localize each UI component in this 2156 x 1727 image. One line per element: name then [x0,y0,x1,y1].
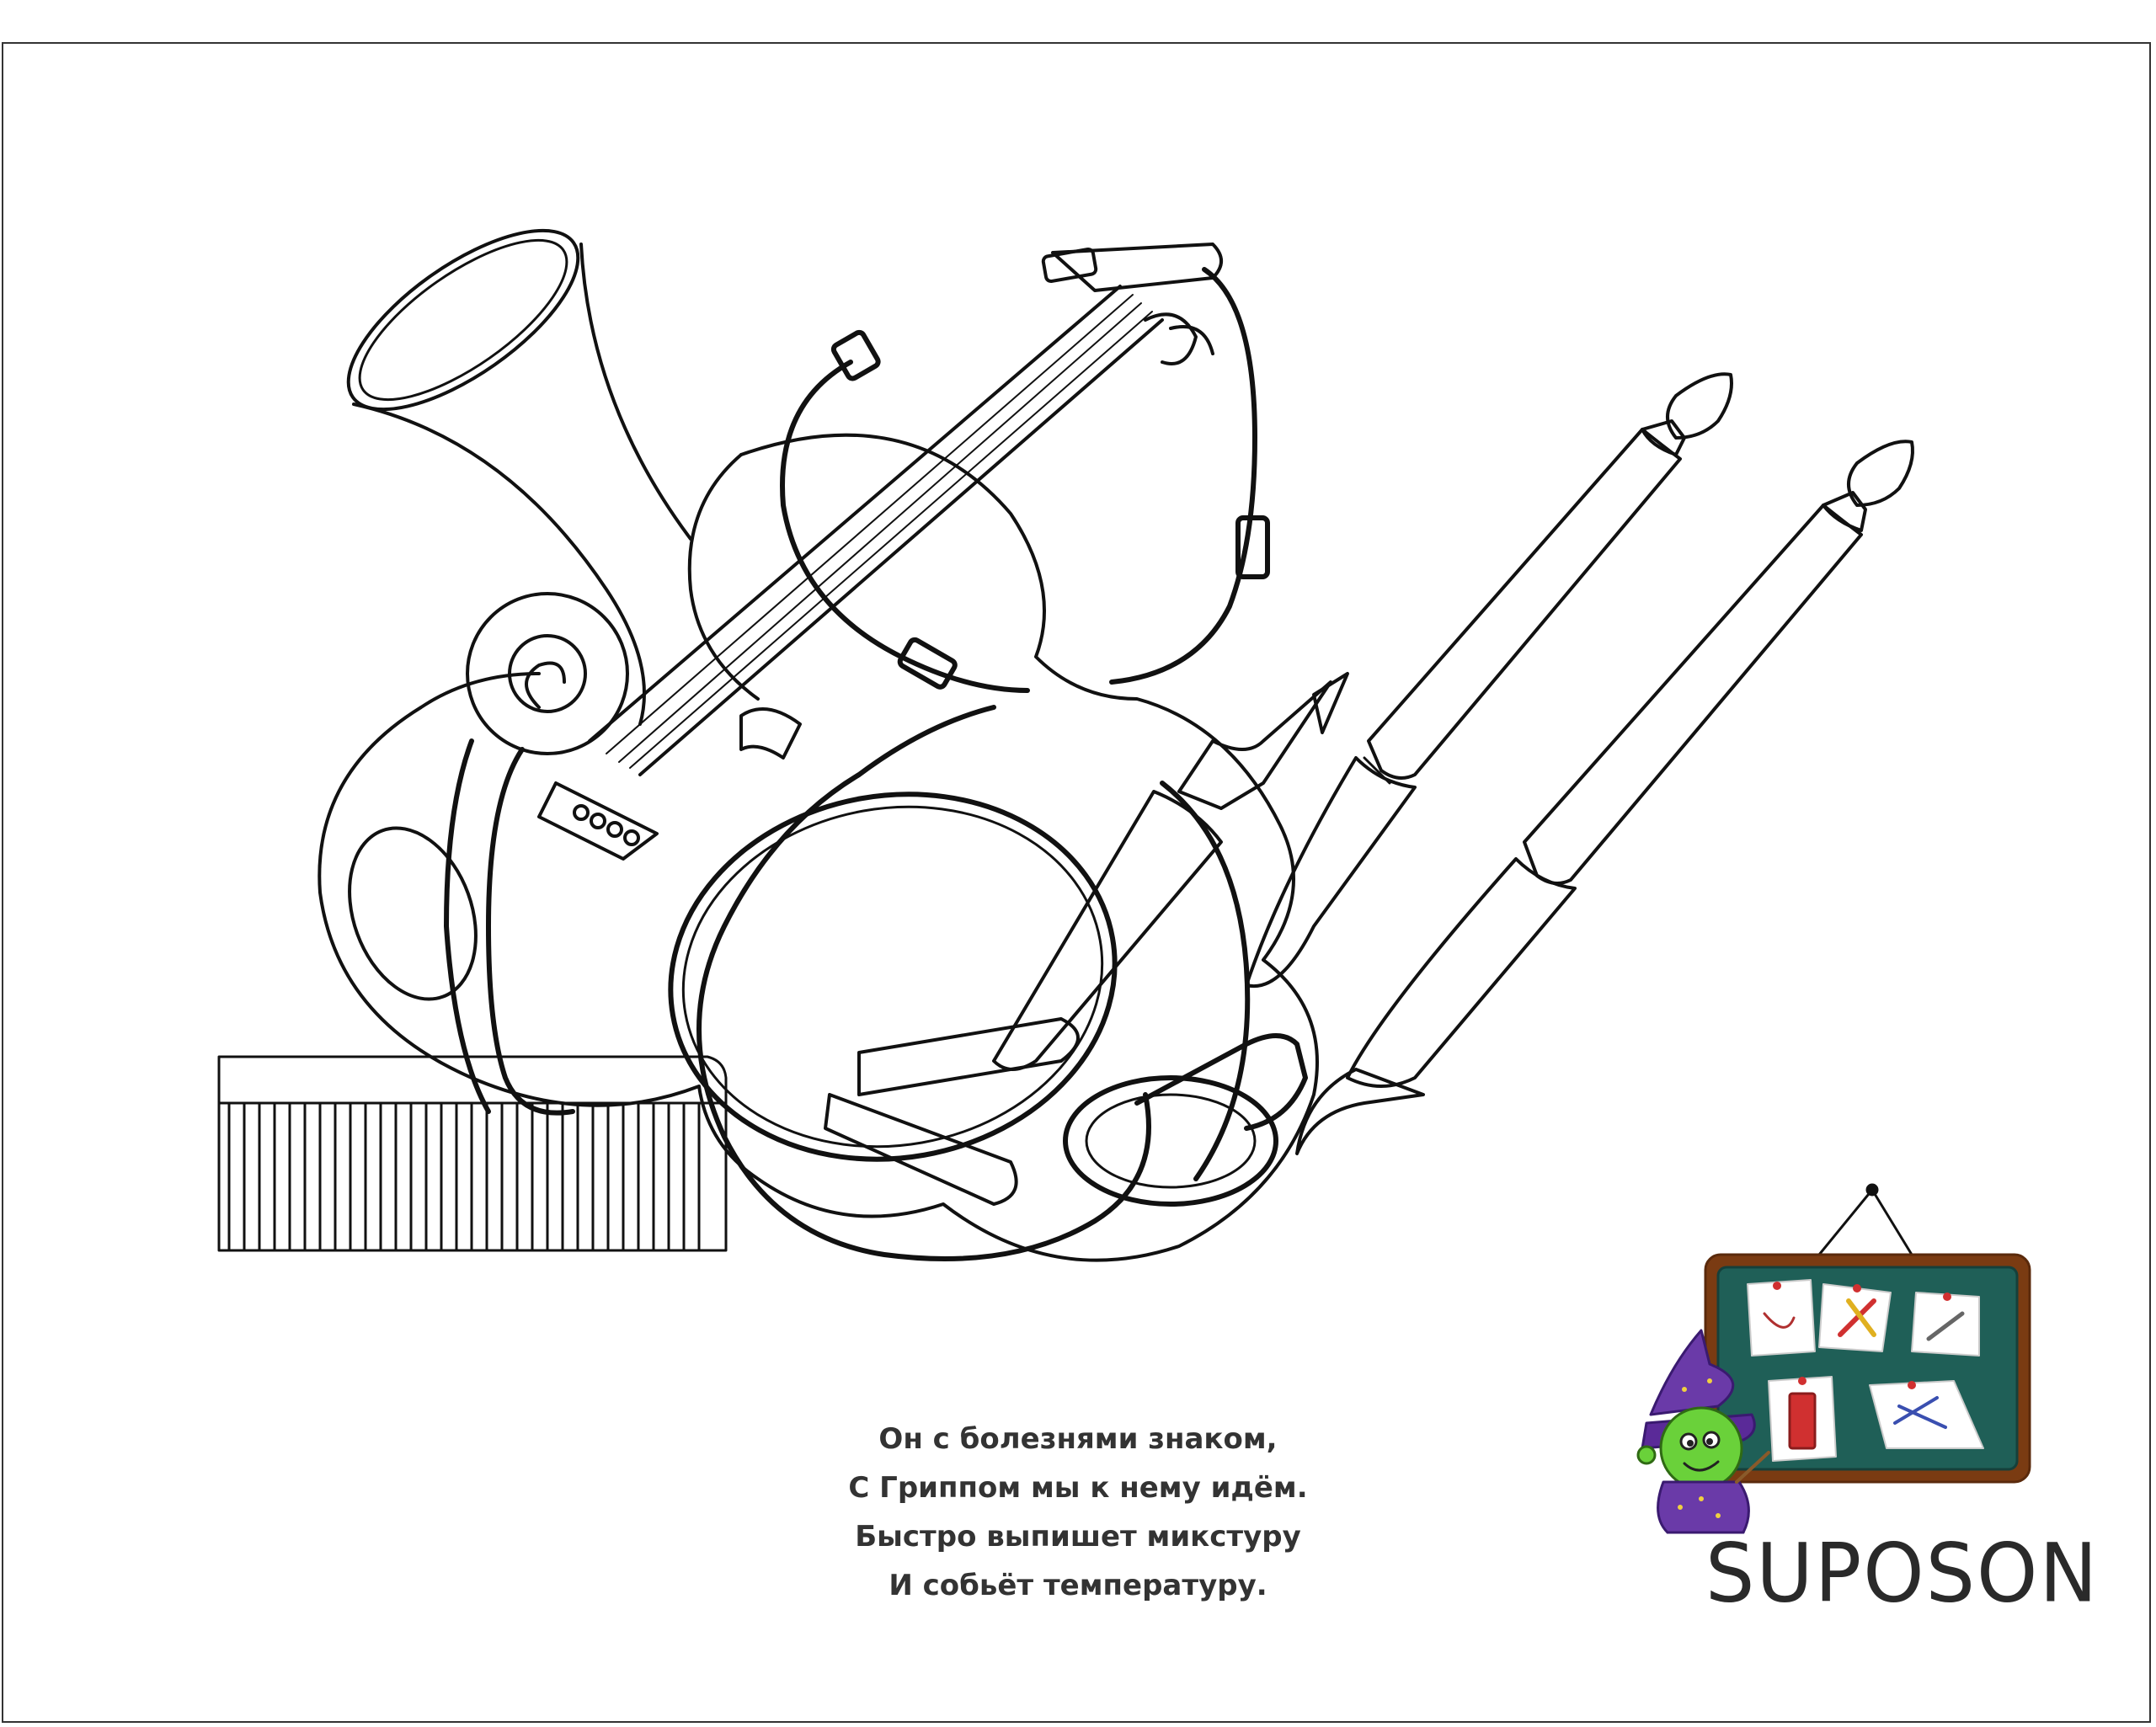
poem-line: И собьёт температуру. [889,1569,1267,1602]
poem-line: Он с болезнями знаком, [878,1422,1278,1456]
stethoscope-icon [444,267,1308,1261]
poem-text: Он с болезнями знаком, С Гриппом мы к не… [741,1415,1415,1610]
comb-icon [217,1055,728,1252]
violin-icon [318,243,1319,1262]
pen-icon [1295,440,1914,1155]
brand-logo-text: SUPOSON [1705,1526,2100,1621]
pen-icon [1245,372,1733,989]
horn-icon [346,228,692,755]
wizard-mascot-icon [1636,1329,1770,1534]
poem-line: Быстро выпишет микстуру [855,1520,1301,1554]
scalpel-icon [992,672,1349,1071]
chalkboard-icon [1704,1183,2031,1484]
poem-line: С Гриппом мы к нему идём. [848,1471,1308,1505]
